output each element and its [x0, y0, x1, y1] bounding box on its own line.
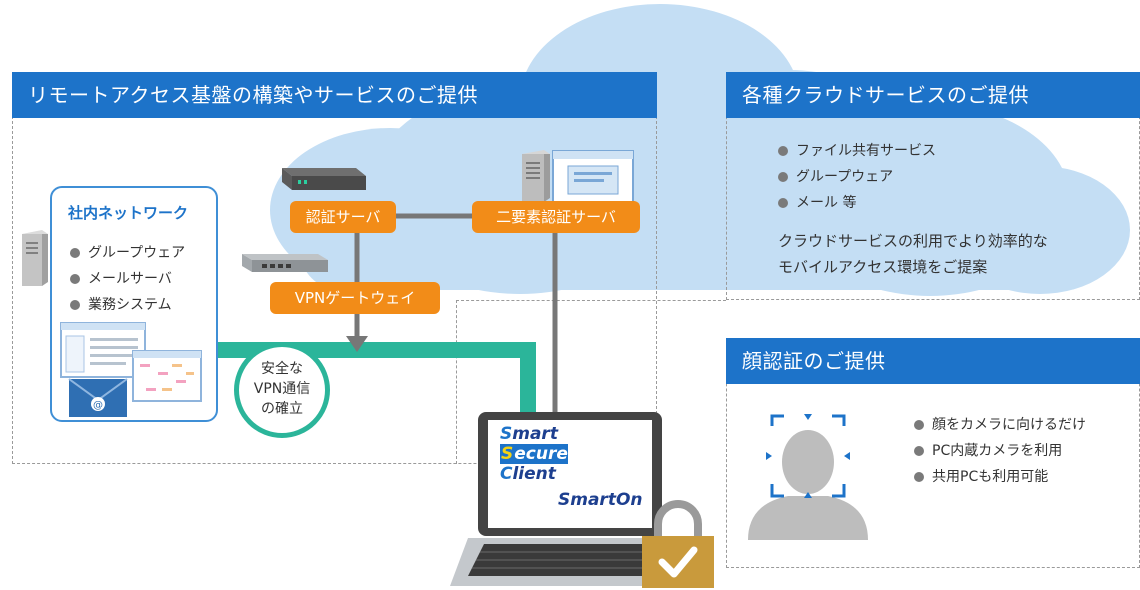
- vpn-tunnel-badge: 安全な VPN通信 の確立: [234, 342, 330, 438]
- list-item: ファイル共有サービス: [778, 138, 936, 164]
- connector-dash: [456, 300, 726, 301]
- remote-access-title: リモートアクセス基盤の構築やサービスのご提供: [12, 72, 657, 118]
- list-item: 業務システム: [70, 292, 185, 318]
- lock-check-icon: [642, 500, 714, 588]
- list-item: グループウェア: [70, 240, 185, 266]
- smart-secure-client-logo: Smart Secure Client: [500, 424, 568, 484]
- internal-server-icon: [22, 230, 48, 286]
- vpn-line-2: VPN通信: [253, 381, 311, 397]
- email-envelope-icon: @: [68, 378, 128, 417]
- vpn-line-3: の確立: [261, 401, 303, 417]
- laptop-illustration: [450, 412, 694, 586]
- cloud-services-list: ファイル共有サービス グループウェア メール 等: [778, 138, 936, 216]
- calendar-window-icon: [132, 350, 202, 402]
- description-line-1: クラウドサービスの利用でより効率的な: [778, 232, 1048, 250]
- auth-window-icon: [552, 150, 634, 204]
- smarton-brand: SmartOn: [558, 490, 643, 510]
- list-item: メールサーバ: [70, 266, 185, 292]
- list-item: メール 等: [778, 190, 936, 216]
- list-item: 顔をカメラに向けるだけ: [914, 412, 1086, 438]
- description-line-2: モバイルアクセス環境をご提案: [778, 258, 988, 276]
- vpn-gateway-device-icon: [242, 254, 328, 272]
- vpn-line-1: 安全な: [261, 361, 303, 377]
- logo-line-smart: Smart: [500, 424, 558, 444]
- logo-line-secure: Secure: [500, 444, 568, 464]
- list-item: グループウェア: [778, 164, 936, 190]
- internal-network-title: 社内ネットワーク: [68, 204, 189, 222]
- cloud-services-title: 各種クラウドサービスのご提供: [726, 72, 1140, 118]
- document-window-icon: [60, 322, 146, 378]
- face-auth-title: 顔認証のご提供: [726, 338, 1140, 384]
- list-item: 共用PCも利用可能: [914, 464, 1086, 490]
- connector-dash-vertical: [456, 300, 457, 464]
- two-factor-server-node: 二要素認証サーバ: [472, 201, 640, 233]
- face-auth-list: 顔をカメラに向けるだけ PC内蔵カメラを利用 共用PCも利用可能: [914, 412, 1086, 490]
- auth-server-node: 認証サーバ: [290, 201, 396, 233]
- list-item: PC内蔵カメラを利用: [914, 438, 1086, 464]
- tower-server-icon: [522, 150, 550, 202]
- cloud-services-description: クラウドサービスの利用でより効率的な モバイルアクセス環境をご提案: [778, 228, 1048, 280]
- logo-line-client: Client: [500, 464, 556, 484]
- face-scan-icon: [748, 414, 868, 540]
- svg-text:@: @: [93, 400, 103, 411]
- vpn-gateway-node: VPNゲートウェイ: [270, 282, 440, 314]
- internal-network-list: グループウェア メールサーバ 業務システム: [70, 240, 185, 318]
- rack-server-icon: [282, 168, 366, 190]
